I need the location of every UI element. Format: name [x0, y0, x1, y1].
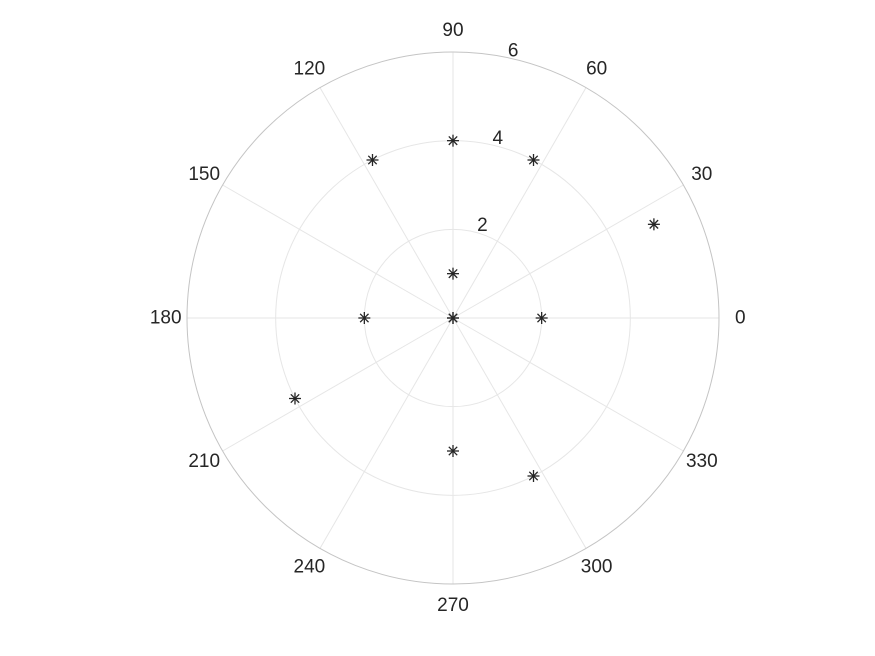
r-tick-label: 4	[493, 128, 504, 149]
theta-tick-label: 270	[437, 595, 469, 616]
theta-tick-label: 180	[150, 308, 182, 329]
data-point	[647, 218, 660, 231]
spoke-120	[319, 87, 454, 319]
theta-tick-label: 330	[686, 451, 718, 472]
ring-6	[186, 51, 720, 585]
data-point	[366, 153, 379, 166]
theta-tick-label: 210	[188, 451, 220, 472]
spoke-330	[452, 317, 684, 452]
data-point	[447, 445, 459, 457]
r-tick-label: 2	[477, 215, 488, 236]
data-point	[447, 134, 459, 147]
theta-tick-label: 300	[581, 556, 613, 577]
data-point	[288, 392, 301, 405]
spoke-30	[452, 184, 684, 319]
data-point	[447, 267, 459, 280]
spoke-150	[222, 184, 454, 319]
spoke-240	[319, 317, 454, 549]
data-point	[358, 312, 371, 324]
data-point	[447, 312, 459, 324]
theta-tick-label: 90	[442, 20, 463, 41]
r-tick-label: 6	[508, 41, 519, 62]
theta-tick-label: 120	[294, 59, 326, 80]
tick-labels: 0 30 60 90 120 150 180 210 240 270 300 330 2 4 6	[150, 20, 746, 616]
data-markers	[288, 134, 660, 483]
theta-tick-label: 60	[586, 59, 607, 80]
theta-tick-label: 0	[735, 308, 746, 329]
spoke-300	[452, 317, 587, 549]
theta-tick-label: 150	[188, 164, 220, 185]
data-point	[527, 153, 540, 166]
spoke-60	[452, 87, 587, 319]
theta-tick-label: 240	[294, 556, 326, 577]
theta-tick-label: 30	[691, 164, 712, 185]
data-point	[535, 312, 548, 324]
data-point	[527, 470, 540, 483]
spoke-210	[222, 317, 454, 452]
